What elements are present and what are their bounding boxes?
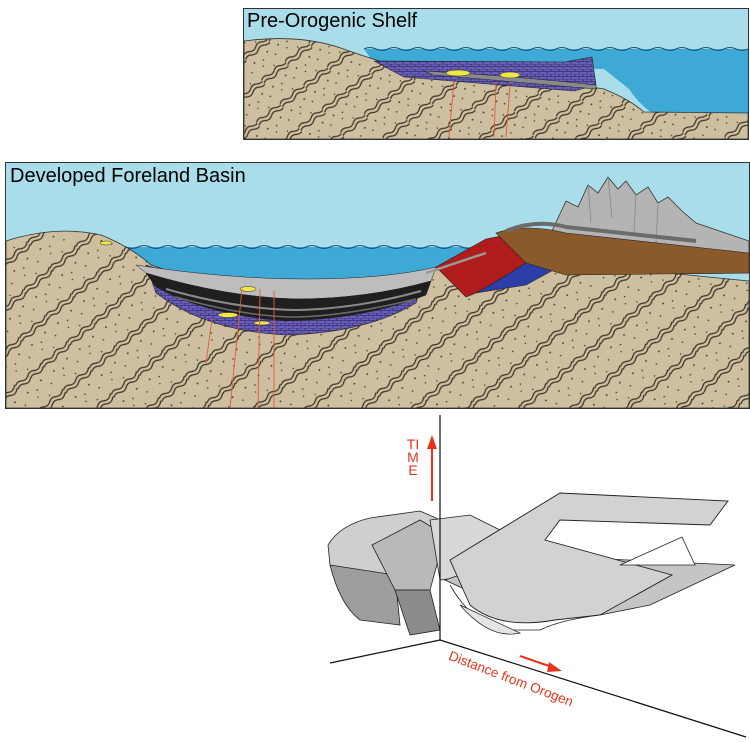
time-distance-diagram <box>327 415 747 738</box>
pre-orogenic-shelf-illustration <box>244 9 748 139</box>
pre-orogenic-shelf-panel: Pre-Orogenic Shelf <box>243 8 749 140</box>
foreland-basin-illustration <box>6 163 749 408</box>
time-axis-label: TIME <box>406 436 420 478</box>
developed-foreland-basin-title: Developed Foreland Basin <box>10 165 246 187</box>
pre-orogenic-shelf-title: Pre-Orogenic Shelf <box>247 10 418 32</box>
developed-foreland-basin-panel: Developed Foreland Basin <box>5 162 750 409</box>
